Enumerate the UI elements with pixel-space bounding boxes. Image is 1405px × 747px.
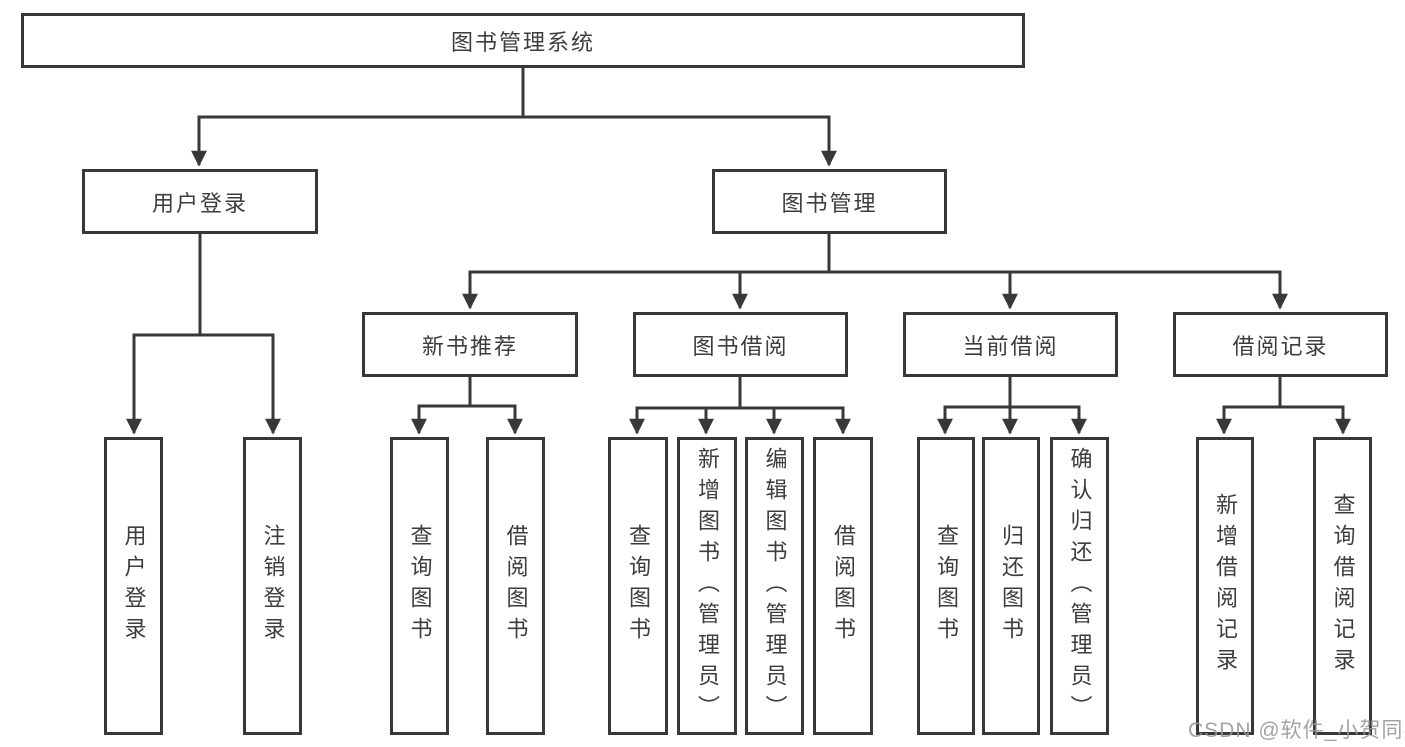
node-borrow-add-books-admin: 新增图书（管理员）: [677, 437, 737, 735]
node-borrow-search-books: 查询图书: [608, 437, 668, 735]
node-record-search-borrow-record: 查询借阅记录: [1313, 437, 1372, 735]
node-current-return-books: 归还图书: [982, 437, 1040, 735]
node-recommend-borrow-books: 借阅图书: [486, 437, 545, 735]
node-label: 图书管理系统: [450, 29, 595, 55]
node-logout-action: 注销登录: [243, 437, 302, 735]
node-new-book-recommend: 新书推荐: [362, 312, 578, 377]
node-label: 归还图书: [999, 524, 1024, 648]
node-book-borrow: 图书借阅: [633, 312, 848, 377]
node-label: 查询借阅记录: [1330, 493, 1356, 679]
node-current-search-books: 查询图书: [917, 437, 975, 735]
node-label: 查询图书: [626, 524, 651, 648]
node-label: 借阅记录: [1232, 333, 1329, 359]
node-borrow-borrow-books: 借阅图书: [813, 437, 873, 735]
node-current-confirm-return-admin: 确认归还（管理员）: [1050, 437, 1109, 735]
node-label: 借阅图书: [503, 524, 529, 648]
node-label: 新增图书（管理员）: [695, 446, 720, 726]
node-current-borrow: 当前借阅: [903, 312, 1118, 377]
node-label: 图书管理: [781, 190, 878, 216]
node-label: 查询图书: [407, 524, 433, 648]
node-label: 借阅图书: [831, 524, 856, 648]
node-recommend-search-books: 查询图书: [390, 437, 449, 735]
node-label: 当前借阅: [962, 333, 1059, 359]
node-book-management: 图书管理: [712, 169, 947, 234]
node-label: 新增借阅记录: [1213, 493, 1238, 679]
node-label: 用户登录: [151, 190, 248, 216]
csdn-watermark: CSDN @软件_小贺同学: [1188, 719, 1405, 742]
node-label: 图书借阅: [692, 333, 789, 359]
node-borrow-record: 借阅记录: [1173, 312, 1388, 377]
node-user-login: 用户登录: [82, 169, 318, 234]
node-user-login-action: 用户登录: [104, 437, 163, 735]
node-label: 注销登录: [260, 524, 286, 648]
node-label: 编辑图书（管理员）: [762, 446, 788, 726]
node-borrow-edit-books-admin: 编辑图书（管理员）: [745, 437, 804, 735]
node-label: 确认归还（管理员）: [1067, 446, 1093, 726]
node-library-management-system: 图书管理系统: [21, 13, 1025, 68]
node-record-add-borrow-record: 新增借阅记录: [1196, 437, 1254, 735]
node-label: 新书推荐: [421, 333, 518, 359]
node-label: 查询图书: [934, 524, 959, 648]
node-label: 用户登录: [121, 524, 147, 648]
